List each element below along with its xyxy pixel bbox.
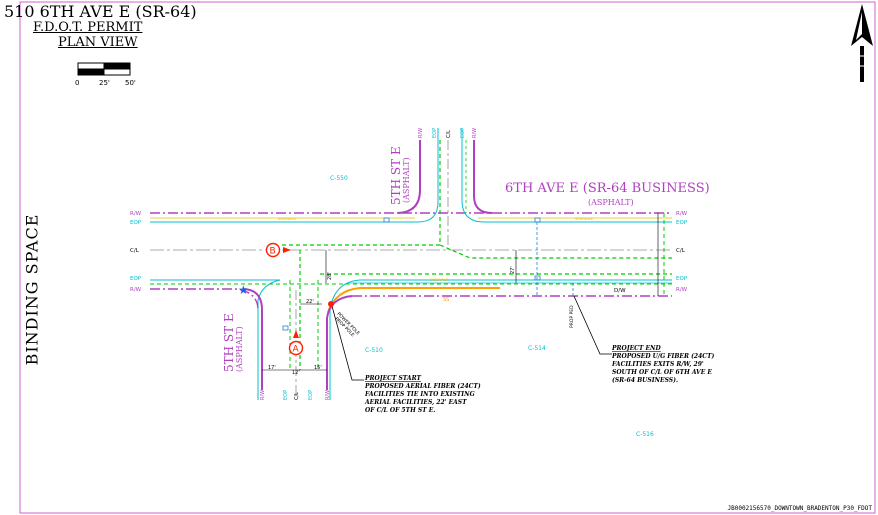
svg-text:B: B xyxy=(270,247,276,257)
handhole-2 xyxy=(534,217,541,223)
label-eop-south-left: EOP xyxy=(130,276,142,282)
label-ss: SS xyxy=(443,297,449,303)
svg-text:A: A xyxy=(293,345,300,355)
street-5th-south: 5TH ST E xyxy=(222,313,236,372)
binding-space-label: BINDING SPACE xyxy=(22,213,42,366)
label-cl-left: C/L xyxy=(130,248,140,254)
marker-a: A xyxy=(288,330,304,356)
star-icon: ★ xyxy=(238,283,249,297)
scale-bar: 0 25' 50' xyxy=(75,62,136,87)
label-eop-bottom-west: EOP xyxy=(283,390,289,400)
dim-28: 28' xyxy=(327,272,333,280)
label-cl-bottom: C/L xyxy=(294,392,300,400)
dim-22: 22' xyxy=(306,299,314,305)
project-end-line1: PROPOSED U/G FIBER (24CT) xyxy=(611,353,715,360)
label-eop-north-left: EOP xyxy=(130,220,142,226)
project-start-title: PROJECT START xyxy=(364,375,421,382)
label-dw: D/W xyxy=(614,288,626,294)
project-start-line4: OF C/L OF 5TH ST E. xyxy=(365,407,435,414)
label-sidewalk-south: SIDEWALK xyxy=(430,278,449,282)
project-end-note: PROJECT END PROPOSED U/G FIBER (24CT) FA… xyxy=(611,345,715,384)
title-line-3: PLAN VIEW xyxy=(58,35,138,50)
scale-tick-50: 50' xyxy=(125,79,136,87)
label-eop-bottom-east: EOP xyxy=(308,390,314,400)
label-rw-top-east: R/W xyxy=(472,128,478,138)
handhole-3 xyxy=(534,275,541,281)
parcel-c516: C-516 xyxy=(636,431,654,438)
project-end-title: PROJECT END xyxy=(611,345,662,352)
label-rw-south-right: R/W xyxy=(676,287,688,293)
label-cl-right: C/L xyxy=(676,248,686,254)
street-5th-north: 5TH ST E xyxy=(389,146,403,205)
rw-5th-north-west xyxy=(397,140,421,214)
label-rw-south-left: R/W xyxy=(130,287,142,293)
eop-south-west xyxy=(150,279,281,400)
dim-12: 12' xyxy=(292,370,300,376)
street-5th-north-surface: (ASPHALT) xyxy=(402,157,411,203)
fiber-diagonal xyxy=(439,244,672,259)
rw-5th-south-east xyxy=(326,295,353,390)
label-cl-top: C/L xyxy=(446,130,452,138)
project-end-line3: SOUTH OF C/L OF 6TH AVE E xyxy=(612,369,712,376)
project-start-line3: AERIAL FACILITIES, 22' EAST xyxy=(364,399,467,406)
sheet-border xyxy=(19,1,876,514)
prop-ped-label: PROP PED xyxy=(569,305,575,328)
label-eop-top-west: EOP xyxy=(432,128,438,138)
eop-north-west xyxy=(150,128,439,223)
project-start-note: PROJECT START PROPOSED AERIAL FIBER (24C… xyxy=(364,375,481,414)
parcel-c510: C-510 xyxy=(365,347,383,354)
label-rw-north-left: R/W xyxy=(130,211,142,217)
label-rw-bottom-east: R/W xyxy=(325,390,331,400)
dim-15: 15' xyxy=(314,365,322,371)
scale-tick-0: 0 xyxy=(75,79,79,87)
project-start-line2: FACILITIES TIE INTO EXISTING xyxy=(364,391,475,398)
rw-5th-north-east xyxy=(473,140,493,214)
title-line-2: F.D.O.T. PERMIT xyxy=(33,20,143,35)
handhole-1 xyxy=(383,217,390,223)
street-6th-ave: 6TH AVE E (SR-64 BUSINESS) xyxy=(505,181,710,196)
label-rw-top-west: R/W xyxy=(418,128,424,138)
title-line-1: 510 6TH AVE E (SR-64) xyxy=(4,2,197,21)
label-eop-south-right: EOP xyxy=(676,276,688,282)
street-6th-ave-surface: (ASPHALT) xyxy=(588,198,634,207)
dim-27: 27' xyxy=(510,266,516,274)
project-end-line4: (SR-64 BUSINESS). xyxy=(612,377,678,384)
label-eop-top-east: EOP xyxy=(460,128,466,138)
label-eop-north-right: EOP xyxy=(676,220,688,226)
eop-north-east xyxy=(461,128,672,223)
label-sidewalk-west: SIDEWALK xyxy=(278,217,297,221)
handhole-4 xyxy=(282,325,289,331)
parcel-c514: C-514 xyxy=(528,345,546,352)
street-5th-south-surface: (ASPHALT) xyxy=(235,326,244,372)
marker-b: B xyxy=(265,242,291,258)
power-pole-icon xyxy=(328,301,334,307)
label-rw-bottom-west: R/W xyxy=(260,390,266,400)
scale-tick-25: 25' xyxy=(99,79,110,87)
project-start-leader xyxy=(331,305,364,381)
label-rw-north-right: R/W xyxy=(676,211,688,217)
project-end-leader xyxy=(573,295,612,355)
dim-17: 17' xyxy=(268,365,276,371)
label-sidewalk-east: SIDEWALK xyxy=(575,217,594,221)
north-arrow-icon xyxy=(851,4,873,82)
project-end-line2: FACILITIES EXITS R/W, 29' xyxy=(611,361,704,368)
rw-line-south-west xyxy=(150,288,259,311)
parcel-c550: C-550 xyxy=(330,175,348,182)
proposed-orange-line xyxy=(327,287,500,313)
project-start-line1: PROPOSED AERIAL FIBER (24CT) xyxy=(364,383,481,390)
rw-5th-south-west xyxy=(243,288,263,390)
footer-filename: JB0002156570_DOWNTOWN_BRADENTON_P30_FDOT xyxy=(727,505,873,512)
